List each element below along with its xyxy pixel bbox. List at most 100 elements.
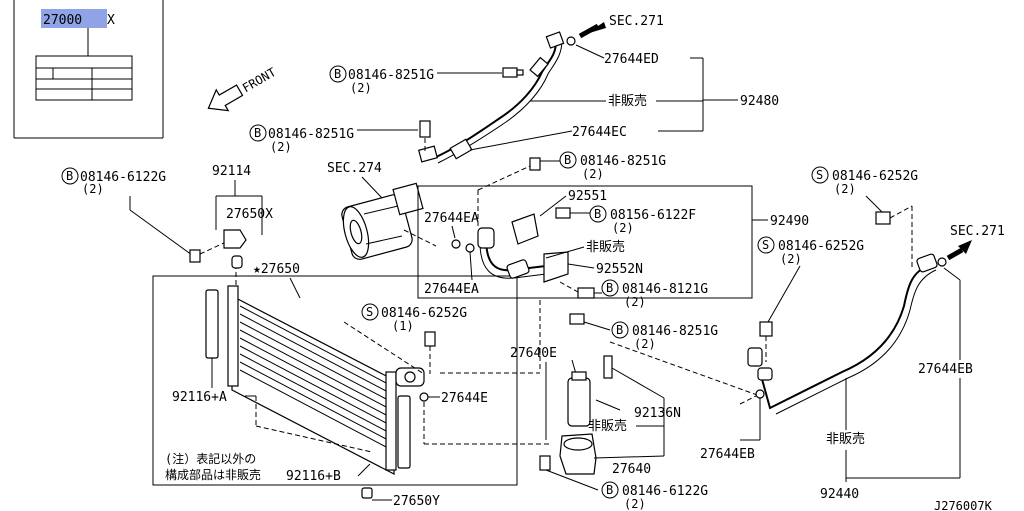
b-marker-icon: [589, 205, 607, 223]
condenser-tank-left: [227, 285, 239, 387]
bolt-mid: B 08146-8251G (2): [249, 120, 431, 154]
bolt-icon: [189, 249, 201, 263]
seal-92116B: [397, 395, 411, 469]
note-line1: (注）表記以外の: [165, 451, 256, 466]
svg-text:(2): (2): [780, 252, 802, 266]
callout-bolt-bottom[interactable]: 08146-6122G: [622, 484, 708, 499]
bolt-icon: [539, 455, 551, 471]
callout-27644ED[interactable]: 27644ED: [604, 52, 659, 67]
b-marker-icon: [611, 321, 629, 339]
callout-bolt-6122F[interactable]: 08156-6122F: [610, 208, 696, 223]
b-marker-icon: [61, 167, 79, 185]
callout-92551[interactable]: 92551: [568, 189, 607, 204]
not-for-sale-1: 非販売: [608, 93, 647, 109]
note-line2: 構成部品は非販売: [165, 467, 261, 482]
bolt-icon: [759, 321, 773, 337]
svg-text:(2): (2): [350, 81, 372, 95]
sec-271-top[interactable]: SEC.271: [609, 14, 664, 29]
front-indicator: FRONT: [207, 65, 278, 112]
bolt-icon: [875, 211, 891, 225]
callout-27644EC[interactable]: 27644EC: [572, 125, 627, 140]
callout-92114[interactable]: 92114: [212, 164, 251, 179]
svg-text:B: B: [564, 153, 571, 167]
not-for-sale-3: 非販売: [588, 418, 627, 434]
callout-92116B[interactable]: 92116+B: [286, 469, 341, 484]
discharge-hose-assembly: [417, 22, 606, 164]
front-arrow-icon: [207, 84, 244, 112]
svg-text:(2): (2): [834, 182, 856, 196]
callout-27644EB-right[interactable]: 27644EB: [918, 362, 973, 377]
sec271-arrow-icon: [958, 240, 972, 254]
callout-27644E[interactable]: 27644E: [441, 391, 488, 406]
svg-text:B: B: [334, 67, 341, 81]
bolt-icon: [502, 67, 518, 78]
s-marker-icon: [361, 303, 379, 321]
callout-27644EB-left[interactable]: 27644EB: [700, 447, 755, 462]
callout-92440[interactable]: 92440: [820, 487, 859, 502]
svg-text:B: B: [66, 169, 73, 183]
bracket-27650Y: [361, 487, 373, 499]
b-marker-icon: [329, 65, 347, 83]
svg-text:(2): (2): [82, 182, 104, 196]
header-part-number[interactable]: 27000: [43, 13, 82, 28]
callout-s-bolt-right-top[interactable]: 08146-6252G: [832, 169, 918, 184]
callout-bolt-left[interactable]: 08146-6122G: [80, 170, 166, 185]
s-marker-icon: [811, 166, 829, 184]
callout-92490[interactable]: 92490: [770, 214, 809, 229]
svg-text:S: S: [816, 168, 823, 182]
sec-274[interactable]: SEC.274: [327, 161, 382, 176]
clamp-92551: [511, 213, 539, 245]
b-marker-icon: [559, 151, 577, 169]
callout-27644EA-top[interactable]: 27644EA: [424, 211, 479, 226]
callout-bolt-mid[interactable]: 08146-8251G: [268, 127, 354, 142]
bolt-icon: [419, 120, 431, 138]
bolt-top: B 08146-8251G (2): [329, 65, 524, 95]
callout-bolt-8121G[interactable]: 08146-8121G: [622, 282, 708, 297]
svg-text:(2): (2): [634, 337, 656, 351]
bolt-icon: [529, 157, 541, 171]
svg-text:S: S: [366, 305, 373, 319]
callout-27640[interactable]: 27640: [612, 462, 651, 477]
callout-92116A[interactable]: 92116+A: [172, 390, 227, 405]
svg-text:B: B: [616, 323, 623, 337]
svg-text:(2): (2): [612, 221, 634, 235]
header-part-suffix: X: [107, 13, 115, 28]
not-for-sale-4: 非販売: [826, 431, 865, 447]
liquid-pipe-92440: [747, 240, 972, 415]
callout-27650[interactable]: ★27650: [253, 262, 300, 277]
callout-s-bolt-right-mid[interactable]: 08146-6252G: [778, 239, 864, 254]
svg-text:B: B: [606, 281, 613, 295]
pressure-switch: [603, 355, 613, 379]
callout-27650Y[interactable]: 27650Y: [393, 494, 440, 509]
callout-92136N[interactable]: 92136N: [634, 406, 681, 421]
svg-text:(1): (1): [392, 319, 414, 333]
bolt-icon: [577, 287, 595, 299]
callout-27640E[interactable]: 27640E: [510, 346, 557, 361]
bracket-icon: [223, 229, 247, 249]
bolt-icon: [555, 207, 571, 219]
front-label: FRONT: [240, 65, 278, 95]
sec-271-right[interactable]: SEC.271: [950, 224, 1005, 239]
callout-bolt-top[interactable]: 08146-8251G: [348, 68, 434, 83]
callout-27644EA-bottom[interactable]: 27644EA: [424, 282, 479, 297]
callout-s-bolt-1[interactable]: 08146-6252G: [381, 306, 467, 321]
svg-text:(2): (2): [624, 497, 646, 511]
callout-bolt-lower-mid[interactable]: 08146-8251G: [632, 324, 718, 339]
seal-92116A: [205, 289, 219, 359]
callout-bolt-right-mid[interactable]: 08146-8251G: [580, 154, 666, 169]
callout-92480[interactable]: 92480: [740, 94, 779, 109]
receiver-drier: 27640E: [510, 346, 613, 491]
callout-92552N[interactable]: 92552N: [596, 262, 643, 277]
callout-27650X[interactable]: 27650X: [226, 207, 273, 222]
bolt-icon: [569, 313, 585, 325]
s-marker-icon: [757, 236, 775, 254]
svg-text:(2): (2): [582, 167, 604, 181]
b-marker-icon: [249, 124, 267, 142]
svg-text:S: S: [762, 238, 769, 252]
label-plate-icon: [35, 55, 133, 101]
compressor: [341, 182, 424, 260]
svg-text:B: B: [606, 483, 613, 497]
diagram-id: J276007K: [934, 499, 993, 511]
b-marker-icon: [601, 279, 619, 297]
